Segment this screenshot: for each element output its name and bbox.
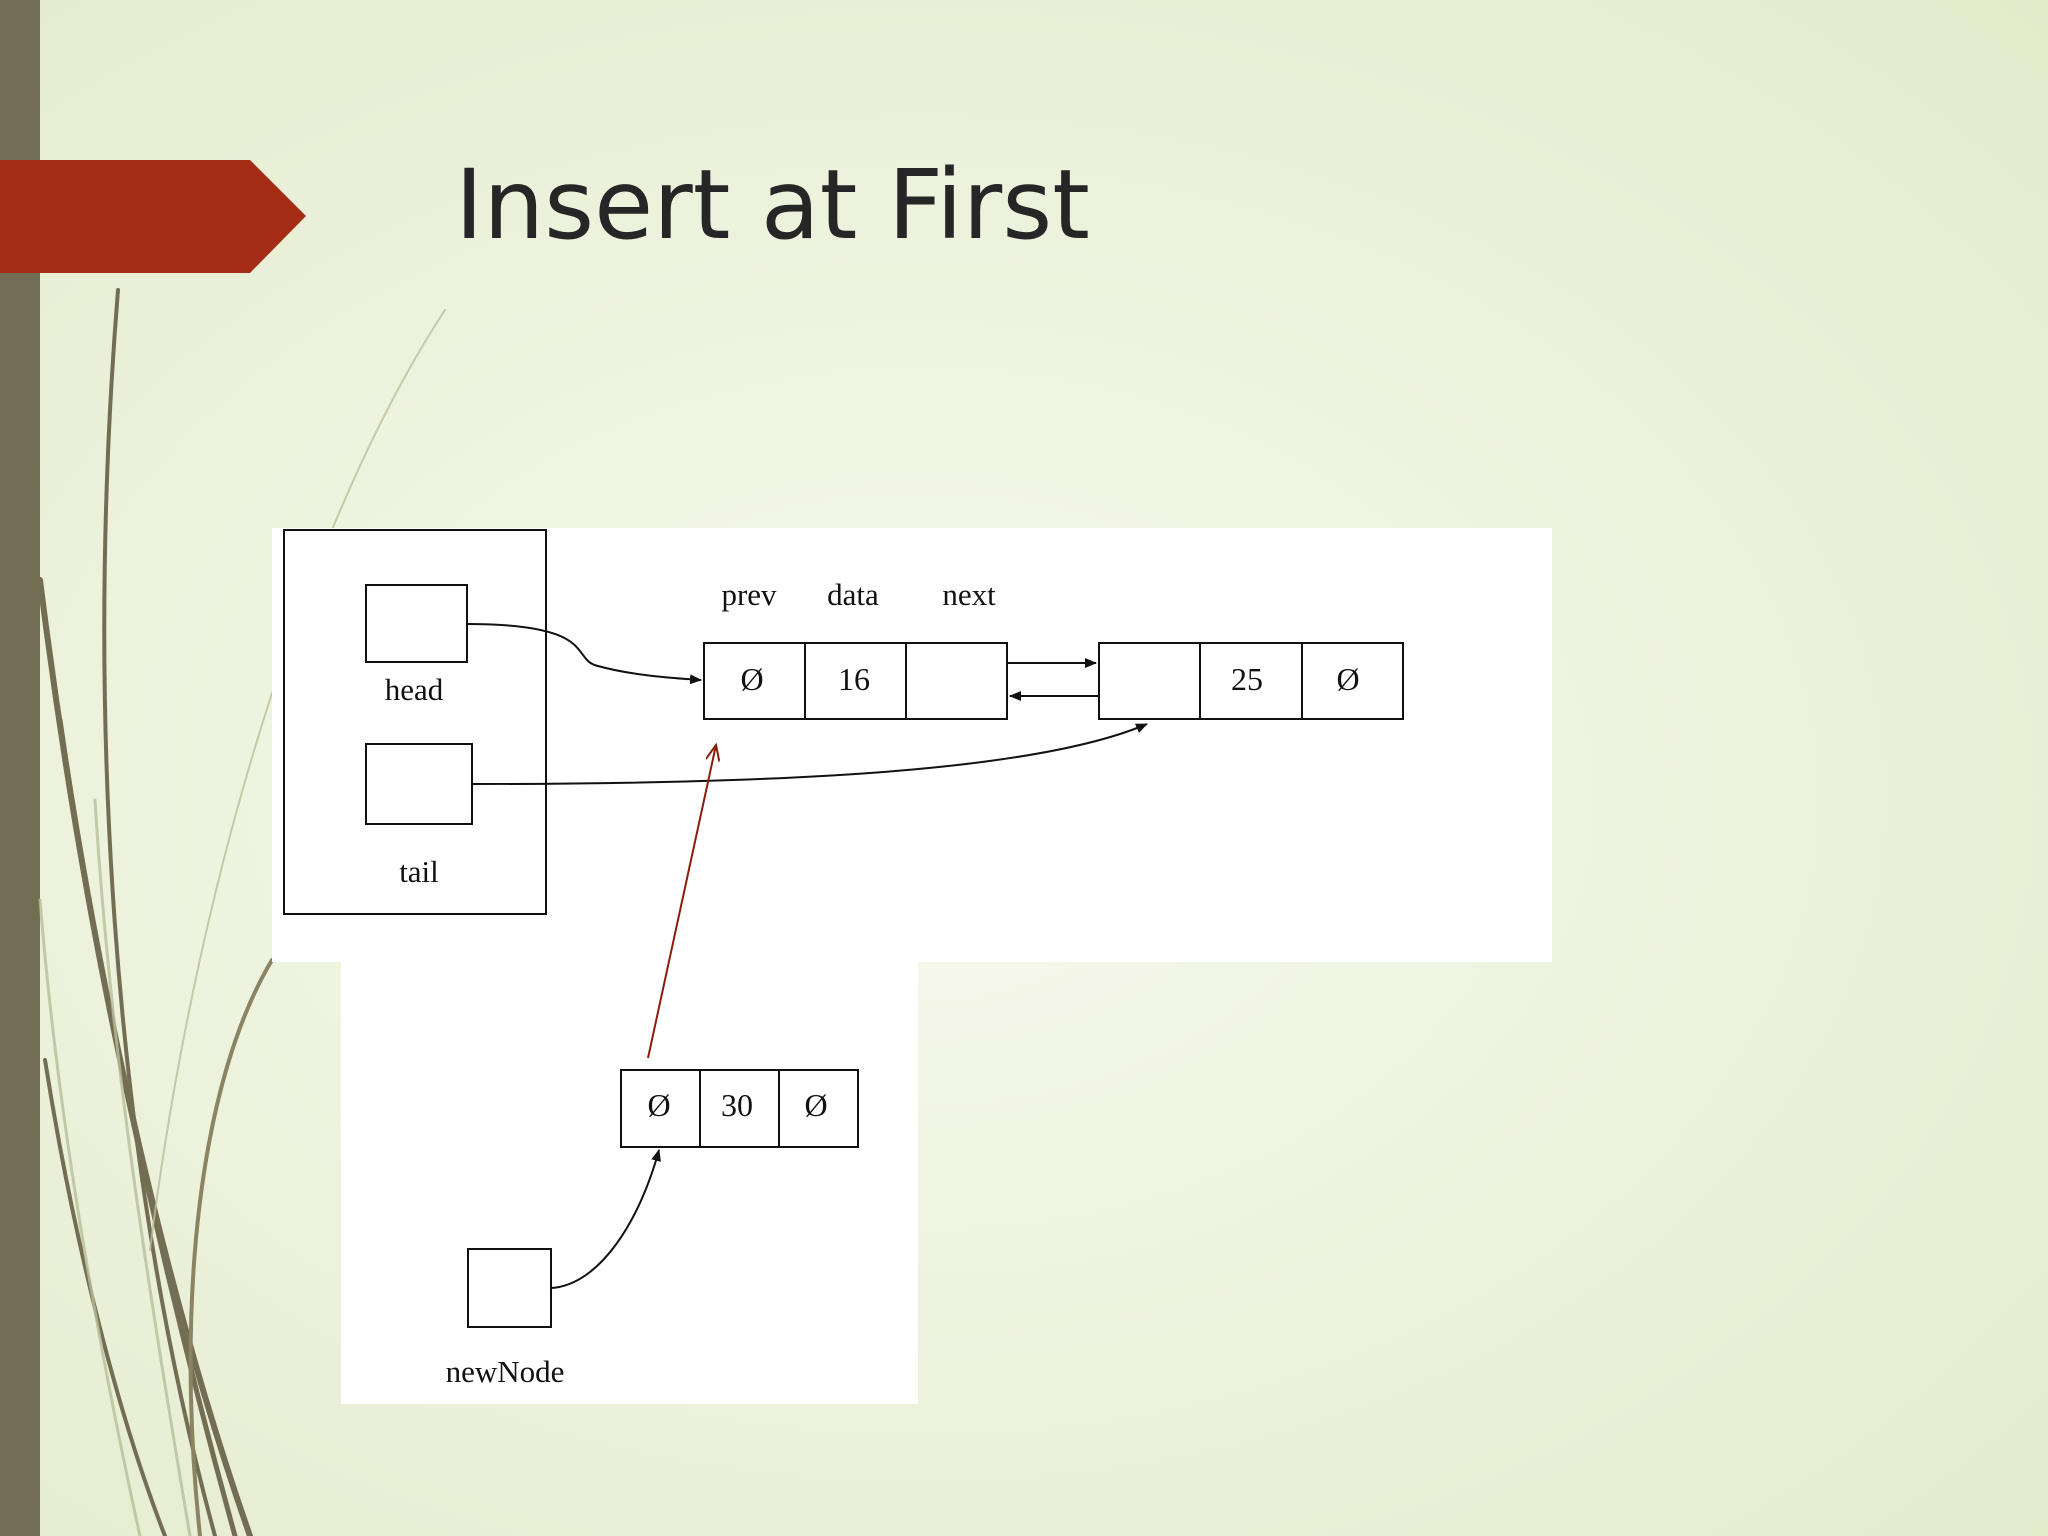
node-16-prev: Ø: [740, 661, 763, 697]
node-30-to-node-16-new-link-arrow: [647, 745, 716, 1059]
node-30-data: 30: [721, 1087, 753, 1123]
node-25: 25 Ø: [1098, 642, 1404, 720]
prev-field-label: prev: [721, 577, 777, 612]
head-to-node-16-arrow: [466, 623, 702, 685]
next-field-label: next: [942, 577, 996, 612]
pointer-container-box: [283, 529, 547, 915]
node-16: Ø 16: [703, 642, 1008, 720]
newnode-to-node-30-arrow: [550, 1149, 661, 1289]
node-30-prev: Ø: [647, 1087, 670, 1123]
tail-label: tail: [399, 854, 439, 889]
data-field-label: data: [827, 577, 879, 612]
node-25-data: 25: [1231, 661, 1263, 697]
node-25-next: Ø: [1336, 661, 1359, 697]
node-16-data: 16: [838, 661, 870, 697]
diagram-panel-top: [272, 528, 1552, 962]
node-30-next: Ø: [804, 1087, 827, 1123]
head-label: head: [385, 672, 444, 707]
node-16-box: [703, 642, 1008, 720]
diagram-panel-bottom: [341, 962, 918, 1404]
node-30: Ø 30 Ø: [620, 1069, 859, 1148]
slide-title: Insert at First: [455, 149, 1090, 261]
title-arrow-shape: [0, 160, 306, 273]
node-30-box: [620, 1069, 859, 1148]
node-25-box: [1098, 642, 1404, 720]
tail-to-node-25-arrow: [471, 723, 1148, 785]
newnode-label: newNode: [446, 1354, 565, 1389]
